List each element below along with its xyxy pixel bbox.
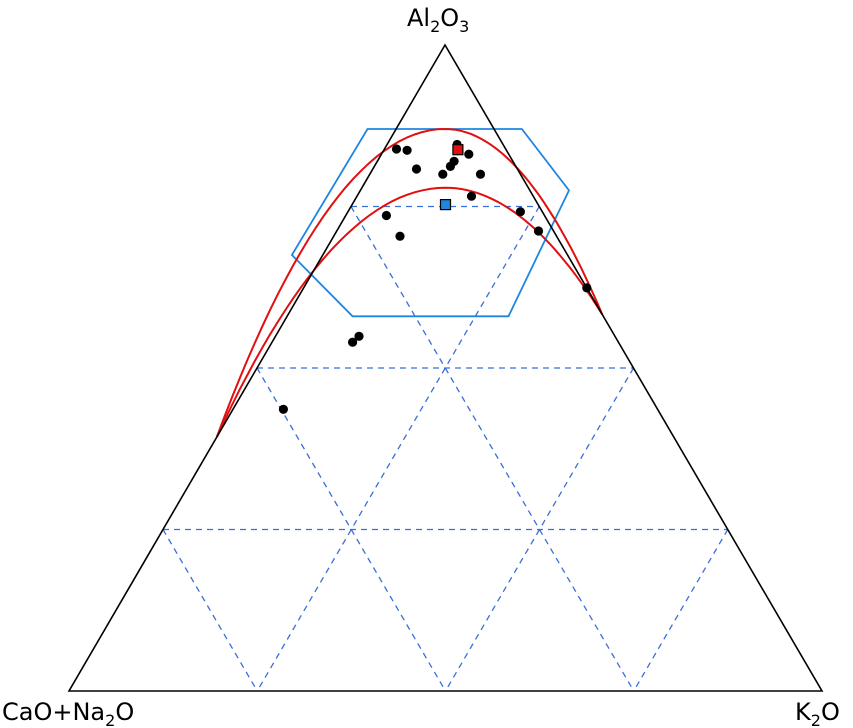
data-point bbox=[395, 231, 405, 241]
reference-markers bbox=[439, 144, 464, 211]
data-point bbox=[438, 169, 448, 179]
grid-line bbox=[256, 367, 447, 692]
grid-line bbox=[256, 206, 540, 692]
vertex-label-top: Al2O3 bbox=[407, 4, 469, 36]
grid-lines bbox=[162, 205, 729, 692]
data-point bbox=[278, 404, 288, 414]
data-point bbox=[464, 149, 474, 159]
vertex-label-right: K2O bbox=[795, 698, 840, 728]
data-point bbox=[582, 283, 592, 293]
data-point bbox=[466, 191, 477, 201]
data-point bbox=[475, 169, 486, 179]
hexagon-outline bbox=[290, 128, 571, 318]
triangle-outline bbox=[67, 43, 824, 692]
data-point bbox=[391, 144, 402, 154]
grid-line bbox=[162, 529, 258, 692]
boundary-curve-1 bbox=[215, 127, 604, 438]
data-point bbox=[411, 164, 422, 174]
boundary-curves bbox=[215, 127, 604, 438]
data-point bbox=[354, 331, 364, 341]
red-square-marker bbox=[452, 144, 464, 156]
data-point bbox=[533, 226, 544, 236]
hexagon-field bbox=[290, 128, 571, 318]
grid-line bbox=[444, 367, 635, 692]
data-point bbox=[445, 161, 455, 171]
triangle-frame bbox=[67, 43, 824, 692]
boundary-curve-2 bbox=[215, 186, 604, 438]
data-point bbox=[402, 145, 412, 155]
data-point bbox=[381, 210, 391, 221]
data-point bbox=[515, 207, 526, 217]
data-point bbox=[348, 337, 358, 347]
grid-line bbox=[633, 529, 729, 692]
grid-line bbox=[350, 206, 635, 692]
data-points bbox=[278, 139, 592, 414]
blue-square-marker bbox=[439, 199, 452, 211]
vertex-label-left: CaO+Na2O bbox=[2, 698, 134, 728]
